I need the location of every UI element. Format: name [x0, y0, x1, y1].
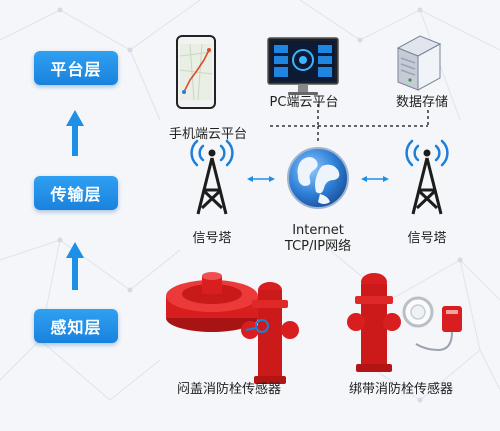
tcpip-network-label: TCP/IP网络 [284, 239, 352, 254]
tower-left-label: 信号塔 [192, 231, 232, 246]
perception-layer-label: 感知层 [34, 309, 118, 343]
up-arrow-shaft-upper [72, 124, 78, 156]
up-arrow-head-lower [66, 242, 84, 258]
transport-layer-label: 传输层 [34, 176, 118, 210]
internet-label: Internet [292, 223, 344, 238]
up-arrow-head-upper [66, 110, 84, 126]
mobile-platform-label: 手机端云平台 [168, 127, 247, 142]
pc-platform-label: PC端云平台 [269, 95, 339, 110]
platform-layer-label: 平台层 [34, 51, 118, 85]
link-arrows [247, 176, 389, 182]
lid-sensor-label: 闷盖消防栓传感器 [176, 382, 281, 397]
data-storage-label: 数据存储 [395, 95, 448, 110]
up-arrow-shaft-lower [72, 256, 78, 290]
tower-right-label: 信号塔 [407, 231, 447, 246]
strap-sensor-label: 绑带消防栓传感器 [348, 382, 453, 397]
